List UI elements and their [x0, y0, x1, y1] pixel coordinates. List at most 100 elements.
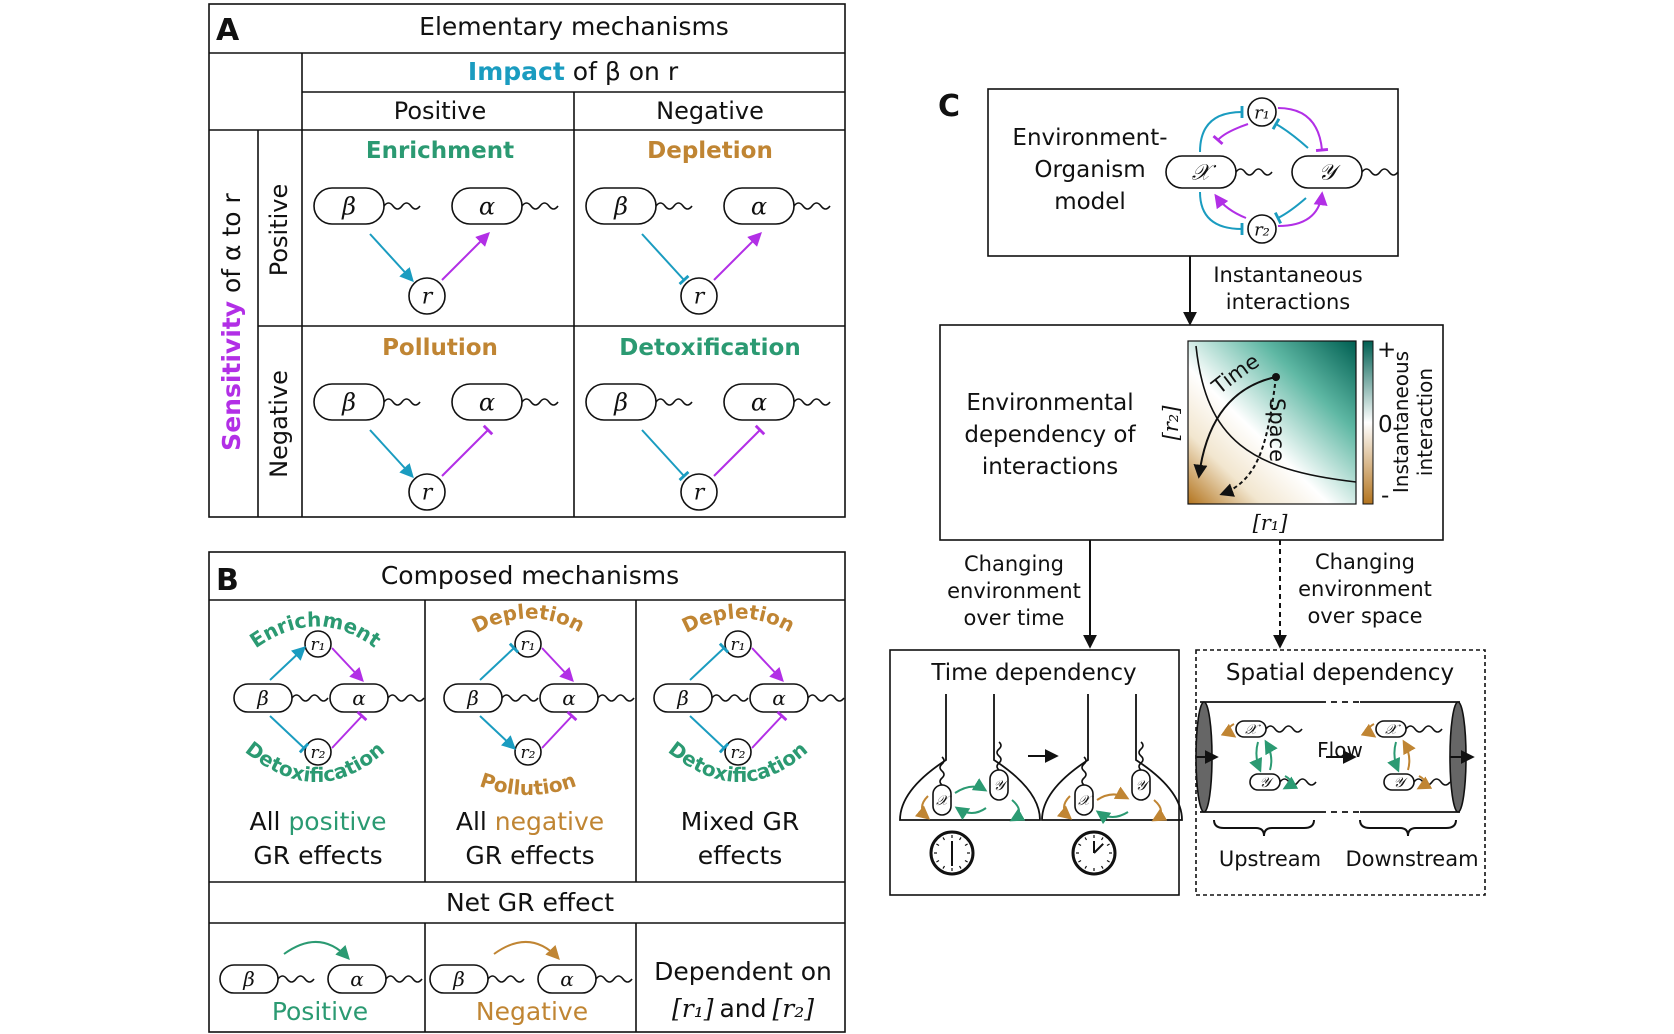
alpha-cell: α — [723, 383, 831, 421]
clock-before-tick — [936, 859, 940, 863]
space-branch-line2: environment — [1298, 577, 1432, 601]
cell-title-detoxification: Detoxification — [619, 335, 800, 361]
flask1-y-self — [1009, 799, 1026, 822]
sensitivity-word: Sensitivity — [217, 301, 246, 451]
space-trajectory — [1219, 376, 1277, 497]
upstream-y-cell: 𝒴 — [1249, 773, 1317, 791]
cell-title-pollution: Pollution — [382, 335, 498, 361]
beta-cell-flagellum — [277, 975, 315, 983]
alpha-cell-flagellum — [793, 398, 831, 406]
env-line2: dependency of — [964, 422, 1136, 448]
r1-to-alpha-arrow — [751, 647, 784, 683]
flask1-x-self — [914, 795, 931, 820]
cell-title-depletion: Depletion — [647, 138, 773, 164]
beta-cell: β — [585, 187, 693, 225]
beta-cell-label: β — [256, 686, 269, 710]
beta-to-r-arrow — [641, 429, 690, 482]
alpha-cell-label: α — [479, 192, 495, 220]
net-gr-title: Net GR effect — [446, 888, 614, 917]
r2-node-label: r₂ — [731, 743, 746, 763]
beta-cell: β — [585, 383, 693, 421]
col-positive: Positive — [394, 97, 487, 125]
clock-before-tick — [942, 865, 946, 869]
r-to-alpha-arrow — [713, 424, 766, 477]
alpha-cell-label: α — [352, 686, 366, 710]
y-inhibits-r1 — [1271, 118, 1309, 149]
alpha-cell-label: α — [772, 686, 786, 710]
model-r2-node-label: r₂ — [1254, 219, 1270, 240]
space-branch-line3: over space — [1307, 604, 1422, 628]
colorbar-label-line1: Instantaneous — [1389, 351, 1413, 493]
r1-node-circle — [304, 630, 332, 658]
downstream-x-cell-flagellum — [1405, 725, 1443, 733]
flask-before-outline — [899, 694, 1041, 821]
x-organism-flagellum — [1235, 168, 1273, 176]
space-box-title: Spatial dependency — [1226, 660, 1454, 686]
r1-node-label: r₁ — [521, 635, 536, 655]
upstream-x-self — [1220, 723, 1237, 738]
panel-c-letter: C — [938, 89, 960, 124]
upstream-y-self — [1282, 775, 1299, 790]
r2-node: r₂ — [514, 738, 542, 766]
beta-to-r2-arrow — [269, 715, 310, 754]
flask-x-cell-label: 𝒳 — [936, 793, 952, 809]
clock-before — [929, 830, 975, 876]
instantaneous-line1: Instantaneous — [1213, 263, 1362, 287]
upstream-y-cell-flagellum — [1279, 778, 1317, 786]
time-branch-line3: over time — [964, 606, 1065, 630]
caption-negative-line1: All negative — [456, 807, 604, 836]
clock-after-tick — [1084, 837, 1088, 841]
flask1-x-to-y — [954, 778, 988, 794]
upstream-label: Upstream — [1219, 847, 1321, 871]
colorbar-plus: + — [1377, 337, 1396, 363]
alpha-cell-label: α — [562, 686, 576, 710]
panel-b-title: Composed mechanisms — [381, 561, 679, 590]
resource-node: r — [408, 277, 446, 315]
beta-cell-flagellum — [655, 202, 693, 210]
y-organism: 𝒴 — [1291, 155, 1399, 189]
alpha-cell: α — [749, 683, 845, 713]
r1-node: r₁ — [514, 630, 542, 658]
heatmap-zero-contour — [1195, 345, 1357, 483]
flask-after: 𝒳𝒴 — [1041, 694, 1183, 825]
beta-cell-flagellum — [655, 398, 693, 406]
r2-to-alpha-arrow — [541, 710, 578, 749]
beta-to-r2-arrow — [689, 715, 730, 754]
caption-mixed-line2: effects — [698, 841, 783, 870]
beta-cell-flagellum — [383, 202, 421, 210]
beta-cell-label: β — [452, 967, 465, 991]
alpha-cell: α — [539, 683, 635, 713]
beta-cell-flagellum — [711, 694, 749, 702]
col-negative: Negative — [656, 97, 764, 125]
row-positive: Positive — [265, 184, 293, 277]
clock-after-tick — [1078, 859, 1082, 863]
flask-x-cell-flagellum — [939, 756, 945, 786]
model-r1-node-label: r₁ — [1254, 102, 1270, 123]
beta-cell-flagellum — [487, 975, 525, 983]
beta-cell: β — [653, 683, 749, 713]
panel-a — [208, 3, 846, 518]
downstream-brace — [1359, 819, 1457, 837]
r-to-alpha-arrow — [713, 232, 762, 281]
time-box — [889, 649, 1180, 896]
beta-cell-label: β — [676, 686, 689, 710]
model-r1-node-circle — [1247, 97, 1277, 127]
impact-word: Impact — [468, 57, 565, 86]
r1-inhibits-x — [1212, 123, 1249, 146]
env-line3: interactions — [982, 454, 1118, 480]
resource-node: r — [680, 473, 718, 511]
downstream-label: Downstream — [1345, 847, 1478, 871]
downstream-y-to-x — [1402, 739, 1416, 771]
flask-y-cell-flagellum — [1138, 741, 1144, 771]
r2-promotes-x — [1214, 193, 1247, 219]
clock-after-tick — [1100, 837, 1104, 841]
env-line1: Environmental — [966, 390, 1133, 416]
resource-node: r — [408, 473, 446, 511]
